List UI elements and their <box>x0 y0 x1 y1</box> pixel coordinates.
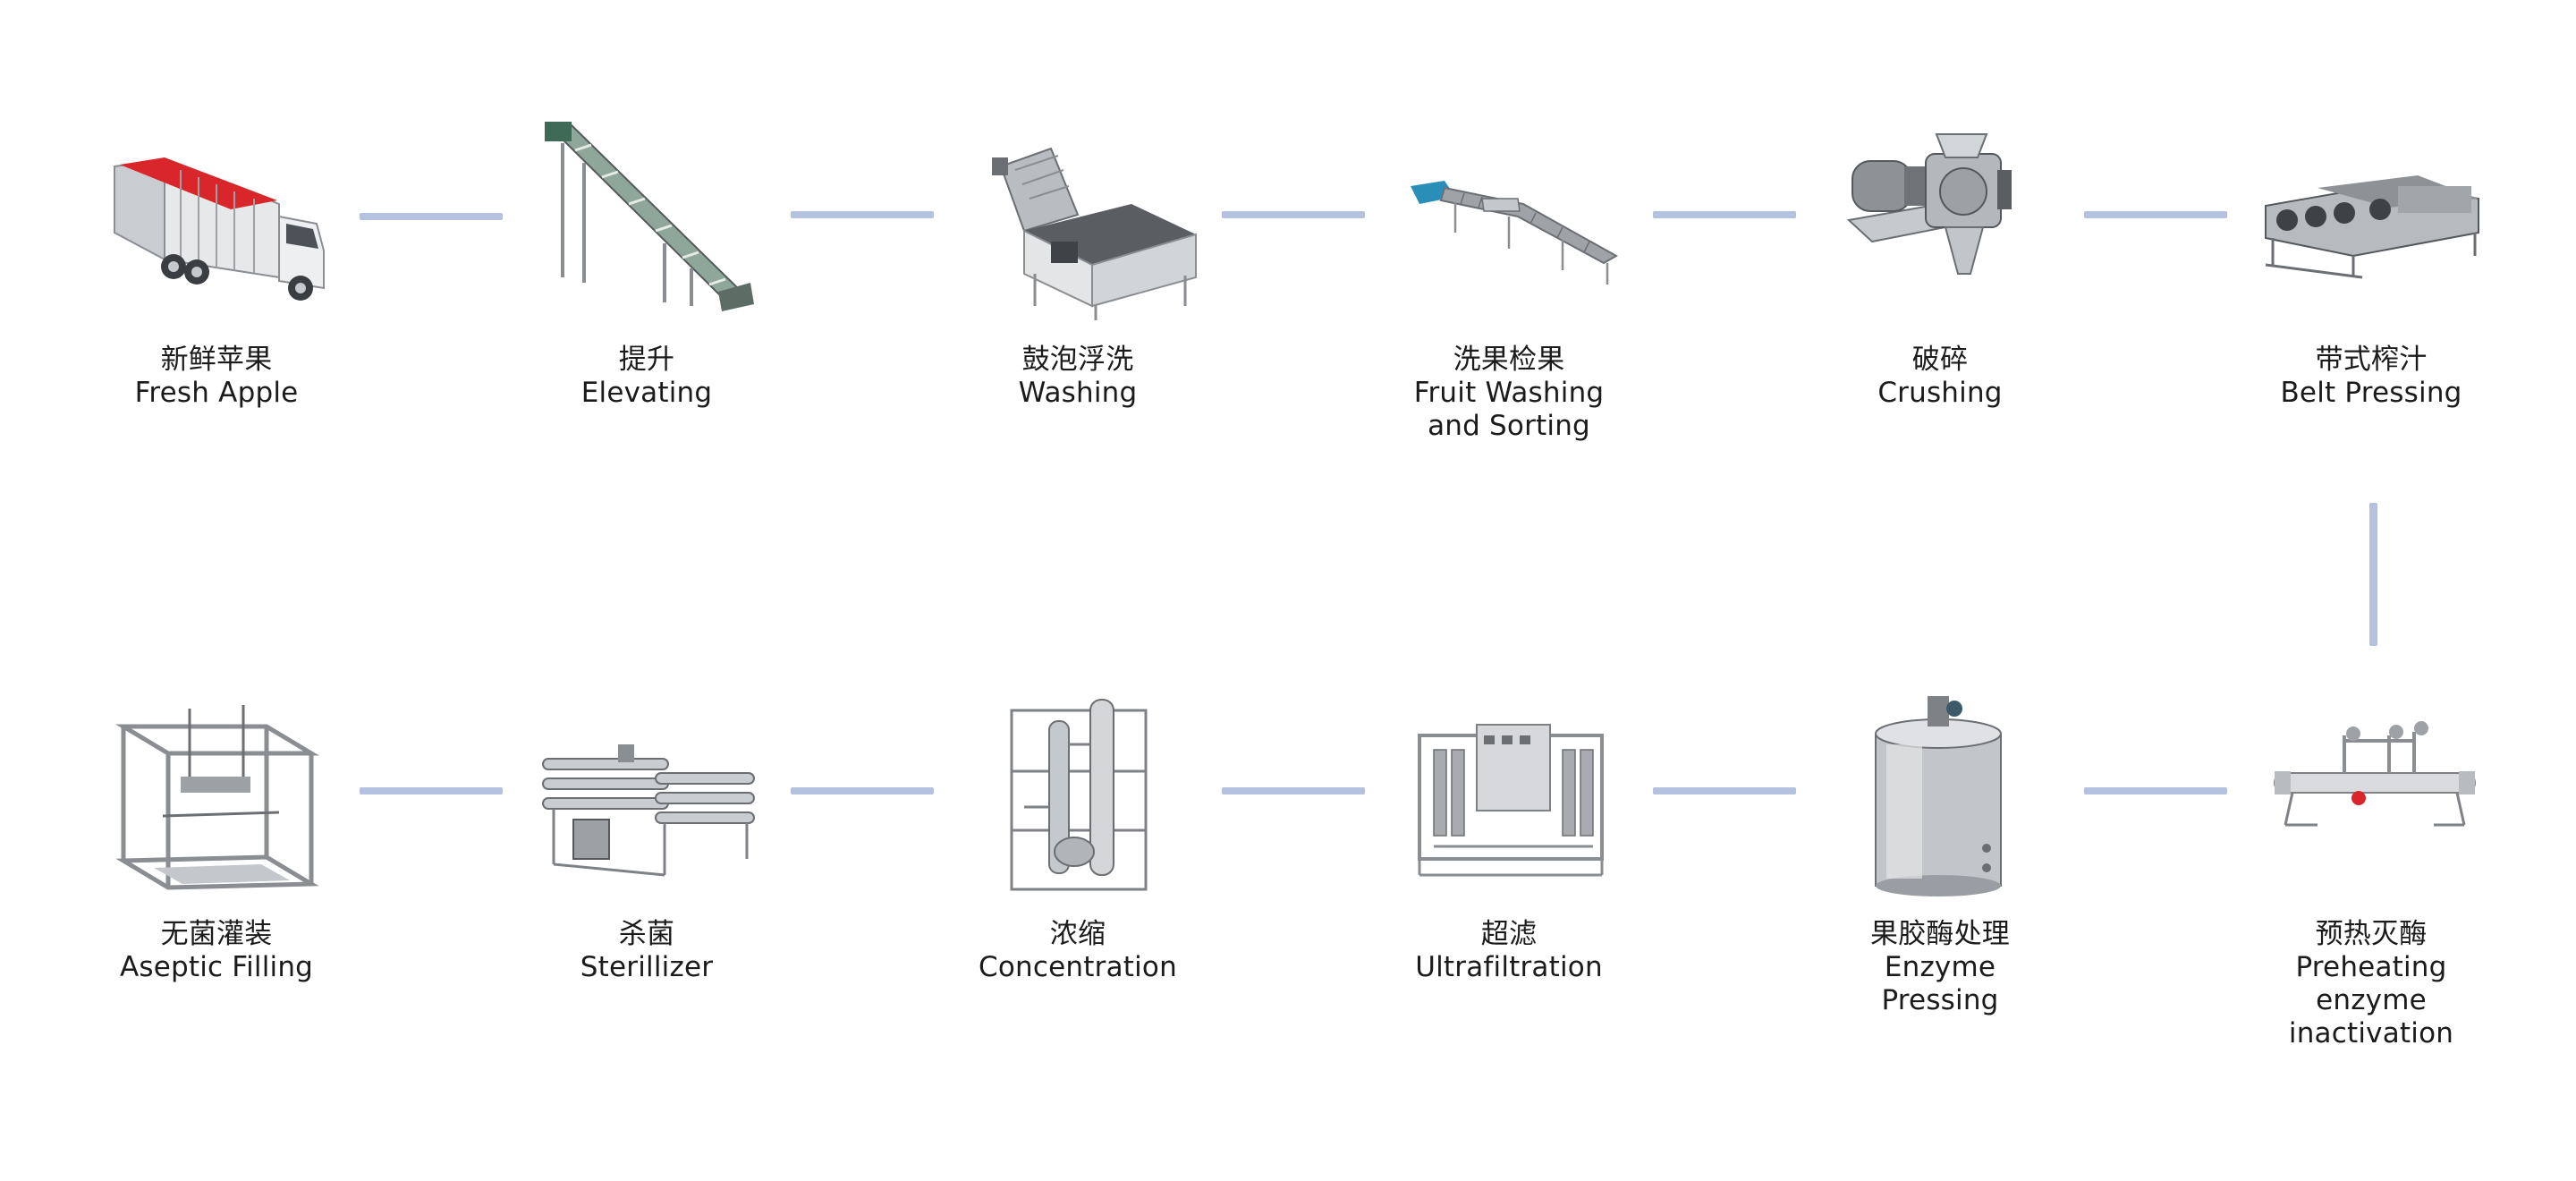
label-english: inactivation <box>2288 1017 2454 1049</box>
flow-connector <box>360 213 503 220</box>
step-label: 浓缩 Concentration <box>917 918 1239 984</box>
flow-connector <box>1653 211 1796 218</box>
label-english: Aseptic Filling <box>119 951 314 983</box>
step-label: 洗果检果 Fruit Washing and Sorting <box>1348 344 1670 443</box>
label-english: Fresh Apple <box>134 377 299 409</box>
step-crushing: 破碎 Crushing <box>1779 98 2101 474</box>
label-english: Preheating <box>2295 951 2447 983</box>
step-label: 预热灭酶 Preheating enzyme inactivation <box>2210 918 2532 1050</box>
enzyme-tank-icon <box>1779 673 2101 905</box>
belt-press-icon <box>2210 98 2532 331</box>
flow-connector <box>2084 787 2227 794</box>
step-label: 提升 Elevating <box>486 344 808 410</box>
truck-with-apples-icon <box>55 98 377 331</box>
ultrafiltration-skid-icon <box>1348 673 1670 905</box>
flow-connector-vertical <box>2369 503 2377 646</box>
step-label: 超滤 Ultrafiltration <box>1348 918 1670 984</box>
roller-sorting-line-icon <box>1348 98 1670 331</box>
label-chinese: 破碎 <box>1911 344 1969 376</box>
label-english: Elevating <box>580 377 713 409</box>
label-chinese: 洗果检果 <box>1453 344 1565 376</box>
flow-connector <box>1222 787 1365 794</box>
label-chinese: 新鲜苹果 <box>160 344 273 376</box>
crusher-icon <box>1779 98 2101 331</box>
label-english: Enzyme <box>1884 951 1996 983</box>
step-preheating: 预热灭酶 Preheating enzyme inactivation <box>2210 673 2532 1066</box>
flow-connector <box>791 787 934 794</box>
step-label: 鼓泡浮洗 Washing <box>917 344 1239 410</box>
label-chinese: 果胶酶处理 <box>1870 918 2010 950</box>
bubble-washer-icon <box>917 98 1239 331</box>
step-washing: 鼓泡浮洗 Washing <box>917 98 1239 474</box>
label-english: Washing <box>1018 377 1138 409</box>
label-english: Ultrafiltration <box>1415 951 1603 983</box>
flow-connector <box>791 211 934 218</box>
step-fresh-apple: 新鲜苹果 Fresh Apple <box>55 98 377 474</box>
label-english: and Sorting <box>1428 410 1590 442</box>
step-aseptic-filling: 无菌灌装 Aseptic Filling <box>55 673 377 1049</box>
label-english: Concentration <box>979 951 1177 983</box>
tubular-heater-icon <box>2210 673 2532 905</box>
label-chinese: 杀菌 <box>618 918 675 950</box>
label-chinese: 超滤 <box>1480 918 1538 950</box>
label-english: Belt Pressing <box>2280 377 2462 409</box>
label-chinese: 提升 <box>618 344 675 376</box>
step-sterilizer: 杀菌 Sterillizer <box>486 673 808 1049</box>
inclined-conveyor-icon <box>486 98 808 331</box>
step-elevating: 提升 Elevating <box>486 98 808 474</box>
step-belt-pressing: 带式榨汁 Belt Pressing <box>2210 98 2532 474</box>
label-english: Crushing <box>1877 377 2003 409</box>
label-english: enzyme <box>2316 984 2427 1016</box>
label-english: Fruit Washing <box>1413 377 1605 409</box>
step-ultrafiltration: 超滤 Ultrafiltration <box>1348 673 1670 1049</box>
step-label: 果胶酶处理 Enzyme Pressing <box>1779 918 2101 1017</box>
flow-connector <box>2084 211 2227 218</box>
tube-sterilizer-icon <box>486 673 808 905</box>
evaporator-icon <box>917 673 1239 905</box>
step-label: 带式榨汁 Belt Pressing <box>2210 344 2532 410</box>
label-chinese: 无菌灌装 <box>160 918 273 950</box>
flow-connector <box>1222 211 1365 218</box>
label-chinese: 鼓泡浮洗 <box>1021 344 1134 376</box>
label-english: Sterillizer <box>580 951 714 983</box>
flow-connector <box>1653 787 1796 794</box>
step-label: 无菌灌装 Aseptic Filling <box>55 918 377 984</box>
label-chinese: 浓缩 <box>1049 918 1106 950</box>
label-chinese: 带式榨汁 <box>2315 344 2428 376</box>
step-sorting: 洗果检果 Fruit Washing and Sorting <box>1348 98 1670 474</box>
step-label: 杀菌 Sterillizer <box>486 918 808 984</box>
step-label: 破碎 Crushing <box>1779 344 2101 410</box>
flow-connector <box>360 787 503 794</box>
label-english: Pressing <box>1881 984 1999 1016</box>
label-chinese: 预热灭酶 <box>2315 918 2428 950</box>
step-label: 新鲜苹果 Fresh Apple <box>55 344 377 410</box>
aseptic-filler-icon <box>55 673 377 905</box>
step-concentration: 浓缩 Concentration <box>917 673 1239 1049</box>
step-enzyme: 果胶酶处理 Enzyme Pressing <box>1779 673 2101 1049</box>
